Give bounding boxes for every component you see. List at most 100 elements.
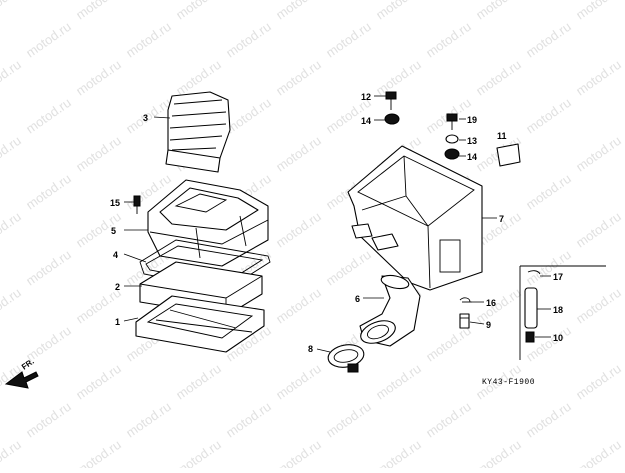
callout-13: 13: [467, 136, 477, 146]
watermark-text: motod.ru: [273, 437, 324, 468]
callout-14b: 14: [467, 152, 477, 162]
watermark-text: motod.ru: [23, 95, 74, 137]
part-nut-14b: [444, 148, 460, 160]
watermark-text: motod.ru: [123, 95, 174, 137]
watermark-text: motod.ru: [73, 57, 124, 99]
callout-14a: 14: [361, 116, 371, 126]
watermark-text: motod.ru: [273, 361, 324, 403]
callout-8: 8: [308, 344, 313, 354]
callout-15: 15: [110, 198, 120, 208]
part-clip-16: [459, 297, 472, 303]
watermark-text: motod.ru: [523, 171, 574, 213]
watermark-text: motod.ru: [0, 437, 24, 468]
watermark-text: motod.ru: [573, 57, 624, 99]
callout-17: 17: [553, 272, 563, 282]
callout-6: 6: [355, 294, 360, 304]
watermark-text: motod.ru: [0, 285, 24, 327]
watermark-text: motod.ru: [223, 95, 274, 137]
callout-16: 16: [486, 298, 496, 308]
part-collar-13: [445, 134, 459, 144]
watermark-text: motod.ru: [0, 209, 24, 251]
watermark-text: motod.ru: [423, 19, 474, 61]
watermark-text: motod.ru: [573, 209, 624, 251]
callout-1: 1: [115, 317, 120, 327]
callout-9: 9: [486, 320, 491, 330]
part-connecting-tube: [359, 274, 421, 347]
leader-lines: [123, 95, 551, 353]
watermark-text: motod.ru: [573, 133, 624, 175]
watermark-text: motod.ru: [73, 361, 124, 403]
watermark-text: motod.ru: [573, 437, 624, 468]
callout-10: 10: [553, 333, 563, 343]
watermark-text: motod.ru: [273, 0, 324, 22]
watermark-text: motod.ru: [473, 57, 524, 99]
callout-3: 3: [143, 113, 148, 123]
callout-4: 4: [113, 250, 118, 260]
callout-7: 7: [499, 214, 504, 224]
watermark-text: motod.ru: [573, 285, 624, 327]
part-pad-11: [496, 143, 521, 167]
watermark-text: motod.ru: [173, 437, 224, 468]
part-cleaner-cover: [147, 179, 269, 267]
watermark-text: motod.ru: [0, 133, 24, 175]
watermark-text: motod.ru: [173, 0, 224, 22]
callout-11: 11: [497, 131, 507, 141]
watermark-text: motod.ru: [73, 209, 124, 251]
watermark-text: motod.ru: [73, 0, 124, 22]
watermark-text: motod.ru: [423, 399, 474, 441]
diagram-code: KY43-F1900: [482, 378, 535, 387]
watermark-text: motod.ru: [373, 361, 424, 403]
callout-12: 12: [361, 92, 371, 102]
watermark-text: motod.ru: [523, 247, 574, 289]
watermark-text: motod.ru: [273, 285, 324, 327]
watermark-text: motod.ru: [273, 57, 324, 99]
watermark-text: motod.ru: [323, 247, 374, 289]
watermark-text: motod.ru: [473, 437, 524, 468]
watermark-text: motod.ru: [73, 437, 124, 468]
callout-18: 18: [553, 305, 563, 315]
subgroup-box: [519, 265, 606, 360]
part-base-frame: [135, 295, 265, 353]
part-intake-duct: [165, 91, 231, 173]
callout-19: 19: [467, 115, 477, 125]
watermark-text: motod.ru: [123, 19, 174, 61]
watermark-text: motod.ru: [373, 0, 424, 22]
watermark-text: motod.ru: [173, 361, 224, 403]
part-nut-14a: [384, 113, 400, 125]
part-gasket: [139, 239, 271, 291]
watermark-text: motod.ru: [273, 209, 324, 251]
part-bolt-19: [446, 113, 458, 130]
callout-labels: 3 15 5 4 2 1 12 14 19 13 14 11 7 6 8 16 …: [110, 92, 563, 354]
part-hose-clamp: [327, 344, 365, 373]
watermark-text: motod.ru: [523, 399, 574, 441]
watermark-text: motod.ru: [373, 437, 424, 468]
watermark-text: motod.ru: [523, 19, 574, 61]
watermark-text: motod.ru: [123, 399, 174, 441]
watermark-text: motod.ru: [573, 0, 624, 22]
watermark-text: motod.ru: [323, 399, 374, 441]
callout-5: 5: [111, 226, 116, 236]
watermark-text: motod.ru: [223, 19, 274, 61]
watermark-text: motod.ru: [473, 0, 524, 22]
watermark-text: motod.ru: [223, 399, 274, 441]
part-bolt-12: [385, 91, 397, 110]
watermark-text: motod.ru: [23, 399, 74, 441]
part-screw-15: [133, 195, 141, 214]
watermark-text: motod.ru: [23, 247, 74, 289]
watermark-text: motod.ru: [0, 57, 24, 99]
callout-2: 2: [115, 282, 120, 292]
watermark-text: motod.ru: [73, 133, 124, 175]
part-plug-9: [459, 313, 470, 329]
watermark-text: motod.ru: [23, 19, 74, 61]
watermark-text: motod.ru: [473, 285, 524, 327]
watermark-text: motod.ru: [523, 95, 574, 137]
watermark-text: motod.ru: [0, 0, 24, 22]
watermark-text: motod.ru: [523, 323, 574, 365]
part-cleaner-case: [347, 145, 483, 291]
watermark-text: motod.ru: [173, 57, 224, 99]
watermark-text: motod.ru: [373, 57, 424, 99]
watermark-text: motod.ru: [273, 133, 324, 175]
watermark-text: motod.ru: [573, 361, 624, 403]
